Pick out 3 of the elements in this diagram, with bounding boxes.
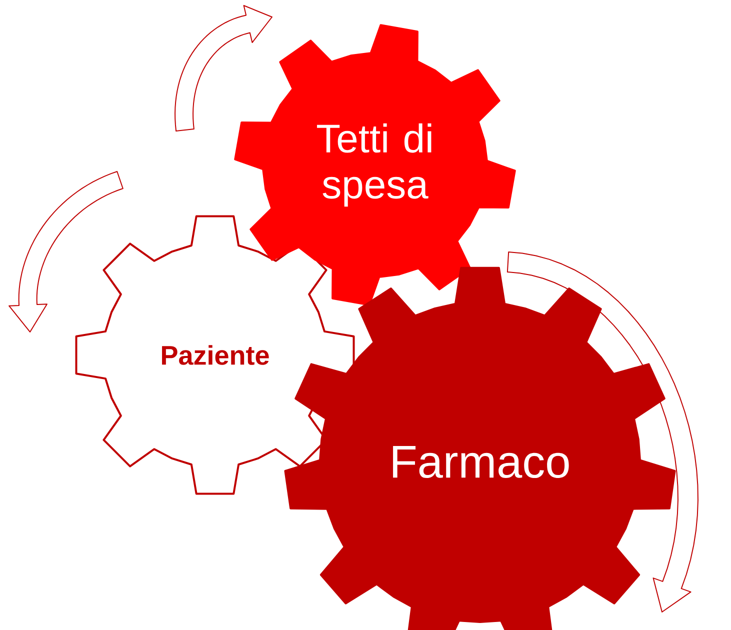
gear: Tetti di spesa: [234, 24, 516, 306]
gear: Paziente: [75, 215, 355, 495]
gear: Farmaco: [284, 266, 676, 630]
